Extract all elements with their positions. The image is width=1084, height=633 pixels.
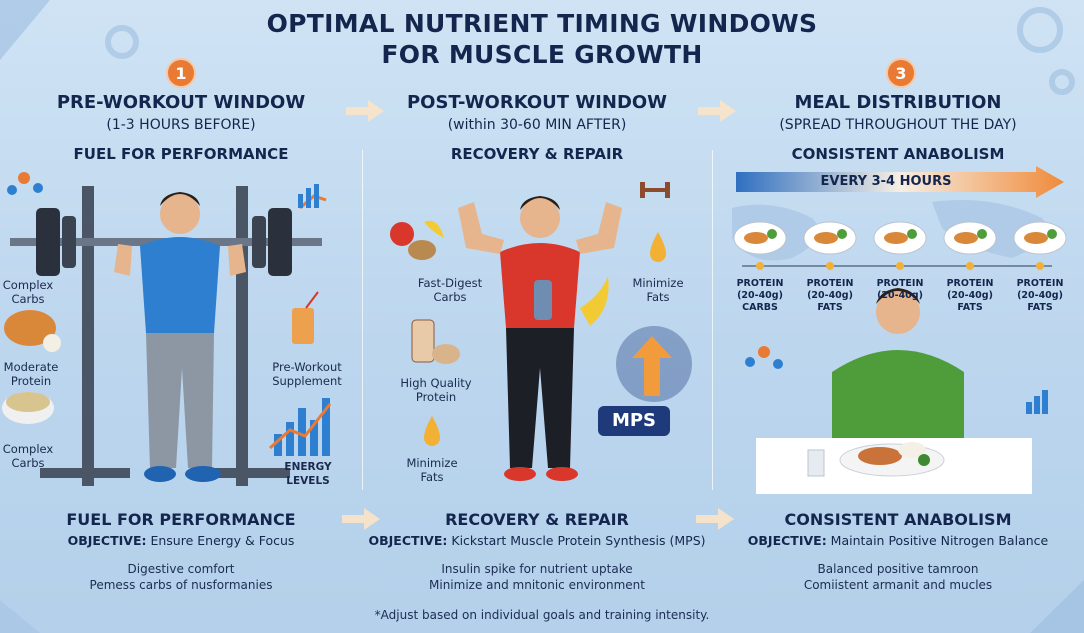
- meal-label-3: PROTEIN (20-40g): [874, 278, 926, 302]
- every-hours-arrow: [736, 166, 1064, 198]
- minimize-fats-label-2: Minimize Fats: [632, 276, 684, 304]
- objective-text: Ensure Energy & Focus: [150, 533, 295, 548]
- pre-workout-supplement-label: Pre-Workout Supplement: [272, 360, 342, 388]
- pre-workout-title: PRE-WORKOUT WINDOW: [56, 92, 306, 113]
- objective-label: OBJECTIVE:: [368, 533, 448, 548]
- step-badge-3: 3: [886, 58, 916, 88]
- objective-text: Kickstart Muscle Protein Synthesis (MPS): [451, 533, 706, 548]
- footer-note: *Adjust based on individual goals and tr…: [374, 608, 710, 622]
- meal-distribution-foot-title: CONSISTENT ANABOLISM: [784, 510, 1012, 529]
- meal-extra: FATS: [1027, 302, 1053, 313]
- pre-workout-tag: FUEL FOR PERFORMANCE: [73, 145, 289, 163]
- meal-amount: (20-40g): [807, 290, 853, 301]
- arrow-right-icon: [698, 100, 736, 122]
- squat-rack-illustration: [2, 172, 332, 486]
- complex-carbs-label-2: Complex Carbs: [2, 442, 54, 470]
- post-workout-objective: OBJECTIVE: Kickstart Muscle Protein Synt…: [362, 533, 712, 548]
- meal-label-1: PROTEIN (20-40g) CARBS: [734, 278, 786, 314]
- meal-label-2: PROTEIN (20-40g) FATS: [804, 278, 856, 314]
- meal-label-4: PROTEIN (20-40g) FATS: [944, 278, 996, 314]
- meal-distribution-note-2: Comiistent armanit and mucles: [803, 578, 993, 592]
- meal-distribution-subtitle: (SPREAD THROUGHOUT THE DAY): [779, 117, 1017, 133]
- flexing-man-illustration: [390, 182, 692, 481]
- high-quality-protein-label: High Quality Protein: [400, 376, 472, 404]
- post-workout-title: POST-WORKOUT WINDOW: [406, 92, 668, 113]
- objective-label: OBJECTIVE:: [67, 533, 147, 548]
- meal-macro: PROTEIN: [736, 278, 784, 289]
- post-workout-foot-title: RECOVERY & REPAIR: [445, 510, 629, 529]
- meal-macro: PROTEIN: [946, 278, 994, 289]
- arrow-right-icon: [696, 508, 734, 530]
- meal-macro: PROTEIN: [876, 278, 924, 289]
- corner-triangle-decor: [0, 0, 50, 60]
- post-workout-column: POST-WORKOUT WINDOW (within 30-60 MIN AF…: [362, 0, 712, 633]
- meal-extra: FATS: [957, 302, 983, 313]
- title-line-2: FOR MUSCLE GROWTH: [381, 40, 703, 69]
- meals-world-map: [732, 200, 1067, 494]
- fast-digest-carbs-label: Fast-Digest Carbs: [417, 276, 483, 304]
- step-badge-1: 1: [166, 58, 196, 88]
- meal-distribution-note-1: Balanced positive tamroon: [817, 562, 979, 576]
- complex-carbs-label: Complex Carbs: [2, 278, 54, 306]
- divider-1: [362, 150, 363, 490]
- pre-workout-objective: OBJECTIVE: Ensure Energy & Focus: [0, 533, 362, 548]
- main-title: OPTIMAL NUTRIENT TIMING WINDOWS FOR MUSC…: [0, 8, 1084, 70]
- meal-amount: (20-40g): [877, 290, 923, 301]
- meal-amount: (20-40g): [947, 290, 993, 301]
- pre-workout-note-2: Pemess carbs of nusformanies: [89, 578, 273, 592]
- meal-extra: FATS: [817, 302, 843, 313]
- arrow-right-icon: [342, 508, 380, 530]
- meal-distribution-column: 3 MEAL DISTRIBUTION (SPREAD THROUGHOUT T…: [712, 0, 1084, 633]
- pre-workout-column: 1 PRE-WORKOUT WINDOW (1-3 HOURS BEFORE) …: [0, 0, 362, 633]
- minimize-fats-label: Minimize Fats: [406, 456, 458, 484]
- meal-amount: (20-40g): [1017, 290, 1063, 301]
- pre-workout-foot-title: FUEL FOR PERFORMANCE: [66, 510, 296, 529]
- meal-macro: PROTEIN: [1016, 278, 1064, 289]
- meal-extra: CARBS: [742, 302, 778, 313]
- title-line-1: OPTIMAL NUTRIENT TIMING WINDOWS: [266, 9, 818, 38]
- arrow-right-icon: [346, 100, 384, 122]
- divider-2: [712, 150, 713, 490]
- meal-distribution-title: MEAL DISTRIBUTION: [794, 92, 1002, 113]
- pre-workout-subtitle: (1-3 HOURS BEFORE): [106, 117, 256, 133]
- post-workout-note-1: Insulin spike for nutrient uptake: [441, 562, 633, 576]
- meal-distribution-objective: OBJECTIVE: Maintain Positive Nitrogen Ba…: [712, 533, 1084, 548]
- post-workout-note-2: Minimize and mnitonic environment: [429, 578, 645, 592]
- meal-distribution-tag: CONSISTENT ANABOLISM: [791, 145, 1005, 163]
- mps-badge: MPS: [611, 410, 657, 431]
- meal-macro: PROTEIN: [806, 278, 854, 289]
- gear-icon: [105, 7, 1075, 95]
- pre-workout-note-1: Digestive comfort: [127, 562, 235, 576]
- post-workout-tag: RECOVERY & REPAIR: [450, 145, 624, 163]
- objective-label: OBJECTIVE:: [747, 533, 827, 548]
- objective-text: Maintain Positive Nitrogen Balance: [830, 533, 1049, 548]
- post-workout-subtitle: (within 30-60 MIN AFTER): [447, 117, 627, 133]
- energy-levels-label: ENERGY LEVELS: [284, 461, 332, 487]
- moderate-protein-label: Moderate Protein: [3, 360, 59, 388]
- meal-amount: (20-40g): [737, 290, 783, 301]
- every-hours-label: EVERY 3-4 HOURS: [820, 174, 952, 189]
- meal-label-5: PROTEIN (20-40g) FATS: [1014, 278, 1066, 314]
